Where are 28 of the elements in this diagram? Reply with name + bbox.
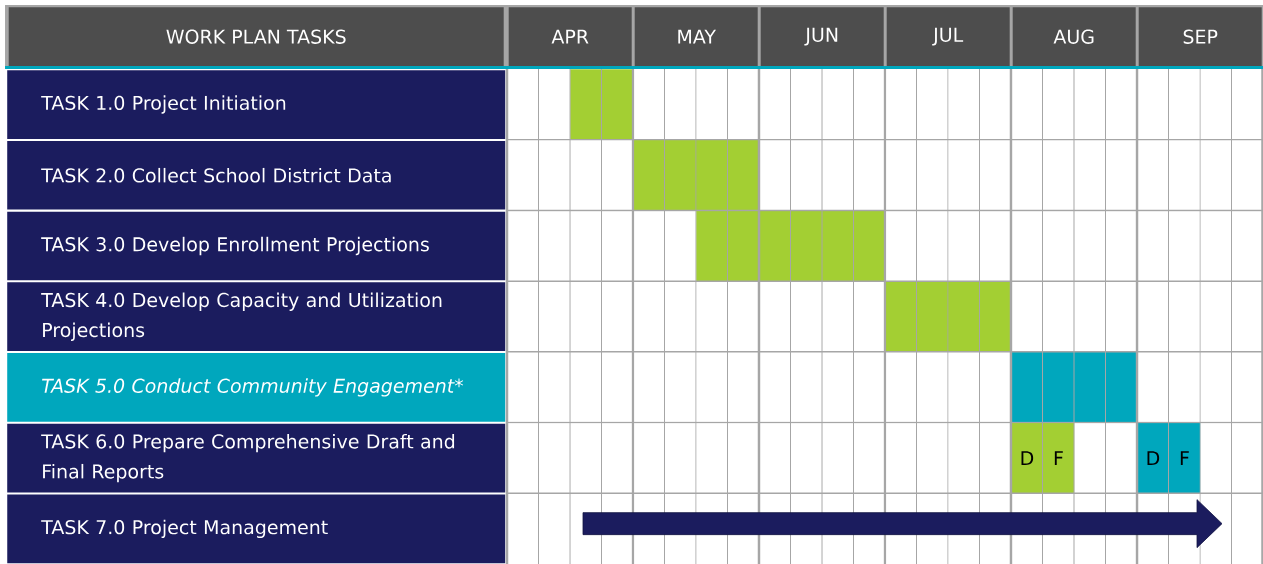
- node-label: F: [1054, 451, 1063, 466]
- task-label: TASK 5.0 Conduct Community Engagement*: [7, 353, 506, 422]
- deliverable-cell: F: [1168, 422, 1201, 494]
- block-arrow: [582, 499, 1223, 549]
- task-label: TASK 4.0 Develop Capacity and Utilization Projections: [7, 282, 506, 352]
- task-label: TASK 3.0 Develop Enrollment Projections: [7, 211, 506, 281]
- task-label: TASK 6.0 Prepare Comprehensive Draft and Final Reports: [7, 423, 506, 493]
- month-header: MAY: [634, 7, 758, 67]
- month-header: JUN: [760, 7, 884, 67]
- month-header: AUG: [1012, 7, 1136, 67]
- node-label: D: [1021, 451, 1034, 466]
- task-label: TASK 1.0 Project Initiation: [7, 70, 506, 139]
- header-cell: WORK PLAN TASKS: [8, 7, 504, 67]
- task-bar: [885, 281, 1012, 353]
- month-header: JUL: [886, 7, 1010, 67]
- node-label: D: [1147, 451, 1160, 466]
- deliverable-cell: F: [1042, 422, 1075, 494]
- task-bar: [633, 139, 760, 211]
- deliverable-cell: D: [1011, 422, 1043, 494]
- task-label: TASK 2.0 Collect School District Data: [7, 140, 506, 210]
- task-label: TASK 7.0 Project Management: [7, 494, 506, 564]
- task-bar: [1011, 352, 1138, 423]
- month-header: APR: [508, 7, 632, 67]
- task-bar: [696, 210, 886, 282]
- task-bar: [570, 69, 634, 140]
- node-label: F: [1180, 451, 1189, 466]
- month-header: SEP: [1138, 7, 1262, 67]
- deliverable-cell: D: [1137, 422, 1169, 494]
